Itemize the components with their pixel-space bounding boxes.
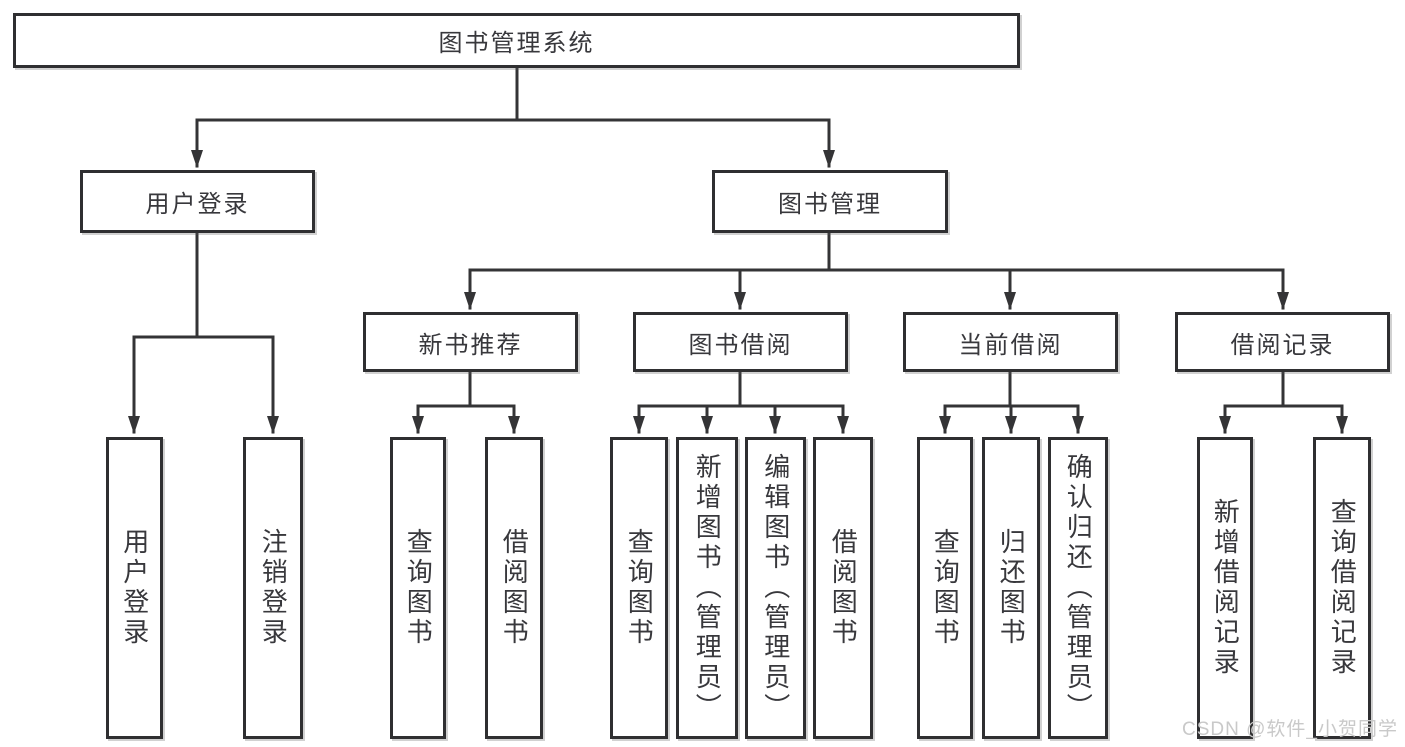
- node-label: 归还图书: [996, 528, 1027, 648]
- connector-borrow-records-trunk: [1223, 370, 1344, 408]
- leaf-newbook-borrow-books: 借阅图书: [485, 437, 543, 739]
- leaf-borrow-edit-book-admin: 编辑图书（管理员）: [745, 437, 806, 739]
- node-label: 图书管理系统: [438, 30, 595, 57]
- node-label: 编辑图书（管理员）: [760, 453, 791, 723]
- node-label: 用户登录: [145, 191, 250, 218]
- node-label: 注销登录: [258, 528, 289, 648]
- node-label: 查询图书: [624, 528, 655, 648]
- leaf-logout: 注销登录: [243, 437, 303, 739]
- leaf-records-query-record: 查询借阅记录: [1313, 437, 1371, 739]
- leaf-current-return-books: 归还图书: [982, 437, 1040, 739]
- node-current-borrow: 当前借阅: [903, 312, 1118, 372]
- node-new-book-recommend: 新书推荐: [363, 312, 578, 372]
- node-label: 用户登录: [119, 528, 150, 648]
- node-label: 确认归还（管理员）: [1063, 453, 1094, 723]
- node-user-login: 用户登录: [80, 170, 315, 233]
- connector-root-trunk: [195, 66, 831, 122]
- node-label: 借阅记录: [1230, 331, 1335, 359]
- leaf-current-confirm-return-admin: 确认归还（管理员）: [1048, 437, 1108, 739]
- connector-user-login-trunk: [132, 231, 275, 339]
- leaf-borrow-query-books: 查询图书: [610, 437, 668, 739]
- leaf-user-login: 用户登录: [106, 437, 163, 739]
- connector-new-book-trunk: [416, 370, 516, 408]
- node-book-borrow: 图书借阅: [633, 312, 848, 372]
- node-borrow-records: 借阅记录: [1175, 312, 1390, 372]
- connector-book-borrow-trunk: [637, 370, 845, 408]
- node-label: 图书借阅: [688, 331, 793, 359]
- node-label: 查询图书: [403, 528, 434, 648]
- connector-current-borrow-trunk: [943, 370, 1080, 408]
- node-label: 新增借阅记录: [1210, 498, 1241, 678]
- node-label: 图书管理: [778, 191, 882, 218]
- node-book-management: 图书管理: [712, 170, 948, 233]
- node-label: 新增图书（管理员）: [692, 453, 723, 723]
- connector-book-management-trunk: [468, 231, 1285, 272]
- leaf-borrow-borrow-books: 借阅图书: [813, 437, 873, 739]
- node-label: 当前借阅: [958, 331, 1063, 359]
- node-label: 借阅图书: [499, 528, 530, 648]
- node-label: 新书推荐: [418, 331, 523, 359]
- leaf-current-query-books: 查询图书: [917, 437, 973, 739]
- node-library-management-system: 图书管理系统: [13, 13, 1020, 68]
- leaf-records-add-record: 新增借阅记录: [1197, 437, 1253, 739]
- csdn-watermark: CSDN @软件_小贺同学: [1182, 719, 1398, 740]
- leaf-newbook-query-books: 查询图书: [390, 437, 446, 739]
- leaf-borrow-add-book-admin: 新增图书（管理员）: [676, 437, 738, 739]
- node-label: 借阅图书: [828, 528, 859, 648]
- node-label: 查询图书: [930, 528, 961, 648]
- node-label: 查询借阅记录: [1327, 498, 1358, 678]
